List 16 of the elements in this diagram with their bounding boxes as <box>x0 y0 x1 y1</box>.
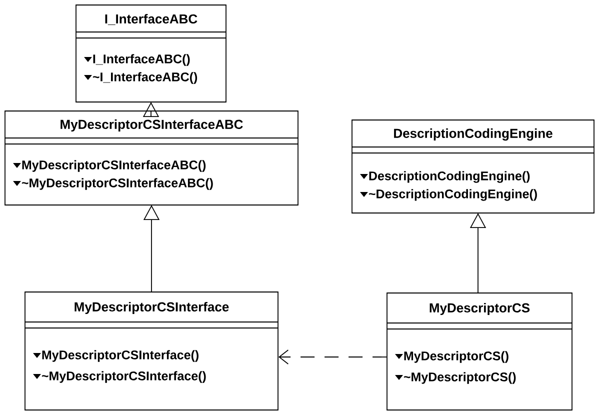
method-name: I_InterfaceABC() <box>93 54 190 66</box>
dependency-arrow <box>278 350 387 364</box>
class-name: I_InterfaceABC <box>105 14 198 25</box>
method-name: ~MyDescriptorCSInterface() <box>42 371 206 383</box>
class-name: MyDescriptorCSInterfaceABC <box>60 119 243 132</box>
class-name: MyDescriptorCS <box>430 302 530 316</box>
method-name: ~MyDescriptorCSInterfaceABC() <box>22 178 213 190</box>
method-name: MyDescriptorCSInterfaceABC() <box>22 160 206 172</box>
class-name: MyDescriptorCSInterface <box>74 302 229 314</box>
method-name: ~DescriptionCodingEngine() <box>368 189 537 201</box>
method-name: DescriptionCodingEngine() <box>369 171 530 183</box>
class-name: DescriptionCodingEngine <box>394 128 552 141</box>
method-name: ~I_InterfaceABC() <box>92 72 198 84</box>
method-name: ~MyDescriptorCS() <box>404 372 516 384</box>
method-name: MyDescriptorCSInterface() <box>42 350 198 362</box>
method-name: MyDescriptorCS() <box>404 351 508 363</box>
